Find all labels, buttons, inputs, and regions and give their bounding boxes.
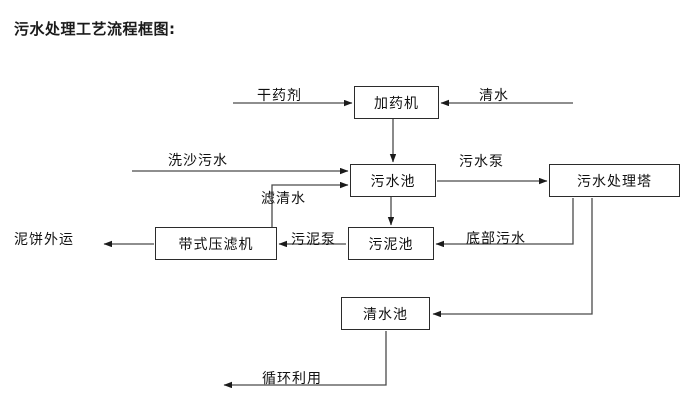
edge-clear-pool-to-recycle xyxy=(223,331,387,389)
node-sludge-pool[interactable]: 污泥池 xyxy=(348,227,434,260)
edge-tower-to-clear-pool xyxy=(432,198,593,318)
node-label: 加药机 xyxy=(374,95,419,112)
edge-label-filtrate-water: 滤清水 xyxy=(261,191,306,207)
node-label: 清水池 xyxy=(363,306,408,323)
page-title: 污水处理工艺流程框图: xyxy=(14,20,176,38)
node-belt-filter-press[interactable]: 带式压滤机 xyxy=(155,227,277,260)
edge-label-sand-wash-sewage: 洗沙污水 xyxy=(168,153,228,169)
node-sewage-pool[interactable]: 污水池 xyxy=(350,164,436,197)
edge-label-dry-agent: 干药剂 xyxy=(257,88,302,104)
node-label: 带式压滤机 xyxy=(178,236,254,253)
edge-label-clean-water: 清水 xyxy=(479,88,509,104)
edge-label-bottom-sewage: 底部污水 xyxy=(466,231,526,247)
node-dosing-machine[interactable]: 加药机 xyxy=(354,86,439,119)
node-clear-water-pool[interactable]: 清水池 xyxy=(341,297,430,330)
edge-tower-bottom-to-sludge-pool xyxy=(435,198,574,248)
node-label: 污泥池 xyxy=(368,236,414,253)
node-label: 污水处理塔 xyxy=(577,173,652,190)
edge-label-sludge-pump: 污泥泵 xyxy=(291,232,336,248)
edge-label-recycle-use: 循环利用 xyxy=(262,371,322,387)
edge-label-sewage-pump: 污水泵 xyxy=(459,154,504,170)
terminal-label-mud-cake-transport: 泥饼外运 xyxy=(14,232,74,248)
edge-filtrate-to-sewage-pool xyxy=(271,181,349,227)
node-label: 污水池 xyxy=(370,173,416,190)
node-treatment-tower[interactable]: 污水处理塔 xyxy=(549,164,680,197)
